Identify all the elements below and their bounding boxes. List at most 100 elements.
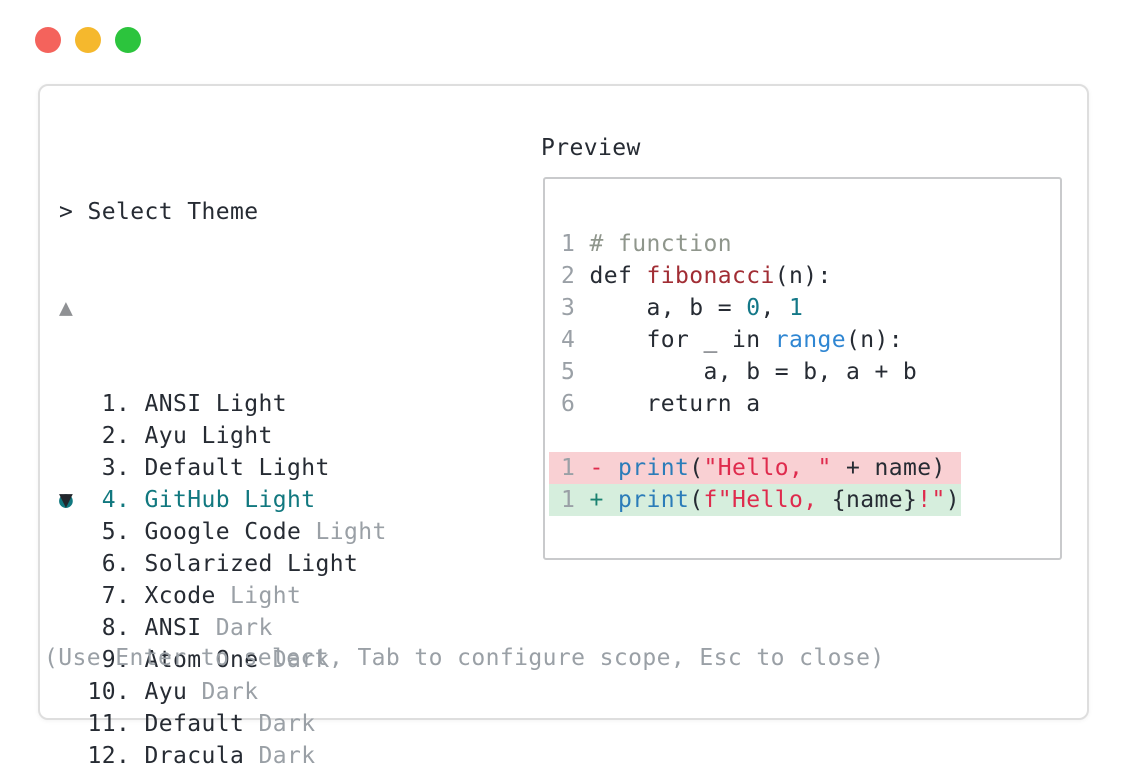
code-token: f"Hello, — [703, 487, 832, 513]
theme-item-number: 9. — [87, 647, 145, 673]
selected-bullet-icon — [59, 743, 88, 769]
code-token: ) — [945, 487, 960, 513]
theme-list-item[interactable]: 12. Dracula Dark — [59, 740, 387, 772]
selected-bullet-icon — [59, 455, 88, 481]
theme-item-name: Default Light — [144, 455, 330, 481]
theme-item-name: Ayu — [144, 679, 188, 705]
theme-item-suffix: Light — [215, 583, 302, 609]
theme-item-suffix: Dark — [244, 743, 316, 769]
theme-item-name: Solarized Light — [144, 551, 359, 577]
code-token: 0 — [746, 295, 761, 321]
code-token: "Hello, " — [703, 455, 832, 481]
code-line: 3 a, b = 0, 1 — [561, 292, 1060, 324]
theme-list-item[interactable]: 2. Ayu Light — [59, 420, 387, 452]
code-line: 1 # function — [561, 228, 1060, 260]
select-theme-prompt: > Select Theme — [59, 199, 259, 225]
selected-bullet-icon — [59, 519, 88, 545]
diff-line-added: 1 + print(f"Hello, {name}!") — [549, 484, 961, 516]
close-button[interactable] — [35, 27, 61, 53]
selected-bullet-icon — [59, 679, 88, 705]
code-token: - — [589, 455, 604, 481]
theme-item-number: 8. — [87, 615, 145, 641]
theme-list-item[interactable]: 1. ANSI Light — [59, 388, 387, 420]
line-number: 1 — [561, 455, 576, 481]
theme-list: 1. ANSI Light 2. Ayu Light 3. Default Li… — [59, 388, 387, 769]
theme-item-name: Ayu Light — [144, 423, 273, 449]
theme-list-item[interactable]: 9. Atom One Dark — [59, 644, 387, 676]
code-token: return a — [575, 391, 761, 417]
selected-bullet-icon — [59, 711, 88, 737]
code-token: !" — [917, 487, 946, 513]
theme-item-suffix: Dark — [201, 615, 273, 641]
code-token: def — [575, 263, 647, 289]
theme-item-number: 12. — [87, 743, 145, 769]
theme-item-name: Google Code — [144, 519, 302, 545]
theme-item-name: Default — [144, 711, 245, 737]
theme-item-name: Atom One — [144, 647, 259, 673]
code-token: a, b = b, a + b — [575, 359, 918, 385]
theme-list-item[interactable]: 10. Ayu Dark — [59, 676, 387, 708]
code-token: (n): — [774, 263, 832, 289]
code-token: fibonacci — [646, 263, 775, 289]
code-token: {name} — [831, 487, 918, 513]
theme-item-number: 4. — [87, 487, 145, 513]
line-number: 1 — [561, 231, 576, 257]
code-token: + — [589, 487, 604, 513]
code-line: 1 + print(f"Hello, {name}!") — [549, 484, 1060, 516]
theme-list-item[interactable]: ● 4. GitHub Light — [59, 484, 387, 516]
zoom-button[interactable] — [115, 27, 141, 53]
theme-picker-left-column: > Select Theme ▲ 1. ANSI Light 2. Ayu Li… — [59, 132, 387, 769]
theme-item-name: ANSI — [144, 615, 202, 641]
theme-item-number: 2. — [87, 423, 145, 449]
code-line: 2 def fibonacci(n): — [561, 260, 1060, 292]
theme-item-name: GitHub Light — [144, 487, 316, 513]
code-token: ( — [689, 487, 704, 513]
selected-bullet-icon — [59, 615, 88, 641]
theme-item-name: ANSI Light — [144, 391, 287, 417]
theme-item-number: 1. — [87, 391, 145, 417]
theme-list-item[interactable]: 7. Xcode Light — [59, 580, 387, 612]
line-number: 4 — [561, 327, 576, 353]
selected-bullet-icon — [59, 551, 88, 577]
theme-item-number: 11. — [87, 711, 145, 737]
code-token — [604, 455, 618, 481]
theme-item-number: 6. — [87, 551, 145, 577]
theme-item-name: Dracula — [144, 743, 245, 769]
theme-list-item[interactable]: 5. Google Code Light — [59, 516, 387, 548]
code-token: print — [618, 455, 690, 481]
code-token: + name) — [831, 455, 946, 481]
theme-item-suffix: Dark — [244, 711, 316, 737]
theme-item-number: 3. — [87, 455, 145, 481]
selected-bullet-icon — [59, 423, 88, 449]
theme-item-number: 7. — [87, 583, 145, 609]
code-token — [575, 487, 589, 513]
code-line: 6 return a — [561, 388, 1060, 420]
selected-bullet-icon — [59, 583, 88, 609]
theme-list-item[interactable]: 11. Default Dark — [59, 708, 387, 740]
line-number: 6 — [561, 391, 576, 417]
theme-item-suffix: Light — [301, 519, 387, 545]
code-token: print — [618, 487, 690, 513]
theme-list-item[interactable]: 8. ANSI Dark — [59, 612, 387, 644]
code-token: a, b = — [575, 295, 747, 321]
selected-bullet-icon: ● — [59, 487, 88, 513]
selected-bullet-icon — [59, 391, 88, 417]
code-line: 4 for _ in range(n): — [561, 324, 1060, 356]
line-number: 5 — [561, 359, 576, 385]
keyboard-hint: (Use Enter to select, Tab to configure s… — [44, 645, 885, 671]
minimize-button[interactable] — [75, 27, 101, 53]
theme-item-name: Xcode — [144, 583, 216, 609]
line-number: 1 — [561, 487, 576, 513]
preview-title: Preview — [541, 135, 641, 161]
theme-list-item[interactable]: 3. Default Light — [59, 452, 387, 484]
code-token: (n): — [845, 327, 903, 353]
code-token: , — [760, 295, 789, 321]
theme-list-item[interactable]: 6. Solarized Light — [59, 548, 387, 580]
scroll-up-icon[interactable]: ▲ — [59, 295, 74, 321]
line-number: 2 — [561, 263, 576, 289]
theme-item-suffix: Dark — [258, 647, 330, 673]
code-token: # function — [589, 231, 732, 257]
scroll-down-icon[interactable]: ▼ — [59, 487, 74, 513]
